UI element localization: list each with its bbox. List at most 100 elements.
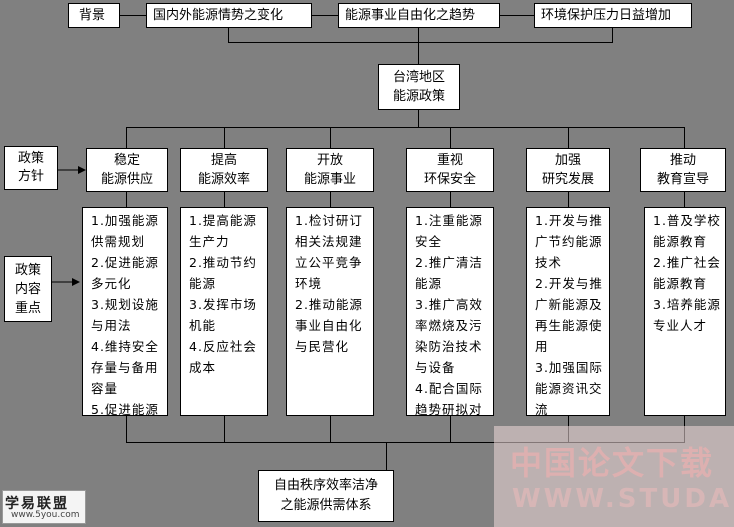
- watermark-text: 中国论文下载: [510, 444, 715, 482]
- policy-direction-label: 政策 方针: [4, 146, 58, 190]
- policy-subtitle: 教育宣导: [656, 172, 709, 187]
- policy-item: 3.发挥市场机能: [189, 297, 257, 333]
- connector: [684, 127, 685, 148]
- connector: [126, 442, 685, 443]
- connector: [126, 127, 127, 148]
- policy-title: 推动: [669, 153, 696, 168]
- policy-subtitle: 能源事业: [303, 172, 356, 187]
- policy-item: 4.反应社会成本: [189, 339, 257, 375]
- policy-subtitle: 环保安全: [423, 172, 476, 187]
- policy-item: 3.加强国际能源资讯交流: [535, 360, 603, 416]
- connector: [120, 15, 146, 16]
- policy-item: 2.促进能源多元化: [91, 255, 159, 291]
- policy-content-4: 1.注重能源安全 2.推广清洁能源 3.推广高效率燃烧及污染防治技术与设备 4.配合国…: [406, 207, 494, 416]
- logo-text: 学易联盟: [5, 496, 69, 512]
- policy-item: 2.推动节约能源: [189, 255, 257, 291]
- policy-item: 1.提高能源生产力: [189, 213, 257, 249]
- center-title: 台湾地区: [392, 70, 445, 85]
- policy-header-5: 加强 研究发展: [526, 148, 610, 192]
- goal-line: 之能源供需体系: [280, 498, 372, 513]
- policy-item: 5.促进能源: [91, 402, 159, 416]
- policy-item: 2.推广清洁能源: [415, 255, 483, 291]
- policy-subtitle: 研究发展: [541, 172, 594, 187]
- policy-header-4: 重视 环保安全: [406, 148, 494, 192]
- policy-header-3: 开放 能源事业: [286, 148, 374, 192]
- connector: [228, 42, 613, 43]
- connector: [330, 127, 331, 148]
- center-subtitle: 能源政策: [392, 89, 445, 104]
- policy-item: 1.普及学校能源教育: [653, 213, 721, 249]
- policy-item: 3.培养能源专业人才: [653, 297, 721, 333]
- connector: [418, 28, 419, 42]
- connector: [612, 28, 613, 42]
- background-label-text: 背景: [79, 8, 106, 23]
- policy-content-5: 1.开发与推广节约能源技术 2.开发与推广新能源及再生能源使用 3.加强国际能源资讯…: [526, 207, 610, 416]
- connector: [418, 110, 419, 128]
- connector: [312, 15, 338, 16]
- policy-title: 稳定: [113, 153, 140, 168]
- factor-box-3: 环境保护压力日益增加: [534, 3, 692, 28]
- watermark-background: [494, 426, 734, 527]
- logo: 学易联盟 www.5you.com: [2, 490, 86, 524]
- policy-item: 3.规划设施与用法: [91, 297, 159, 333]
- policy-subtitle: 能源效率: [197, 172, 250, 187]
- factor-box-2: 能源事业自由化之趋势: [338, 3, 500, 28]
- policy-title: 开放: [316, 153, 343, 168]
- energy-policy-box: 台湾地区 能源政策: [378, 64, 460, 110]
- connector: [126, 416, 127, 442]
- policy-header-2: 提高 能源效率: [180, 148, 268, 192]
- factor-text: 环境保护压力日益增加: [541, 8, 672, 23]
- policy-item: 2.推广社会能源教育: [653, 255, 721, 291]
- connector: [224, 416, 225, 442]
- policy-item: 3.推广高效率燃烧及污染防治技术与设备: [415, 297, 483, 375]
- factor-box-1: 国内外能源情势之变化: [146, 3, 312, 28]
- policy-header-1: 稳定 能源供应: [86, 148, 168, 192]
- connector: [126, 192, 127, 207]
- background-label: 背景: [68, 3, 120, 28]
- watermark-url: WWW.STUDA.: [512, 484, 734, 514]
- connector: [330, 192, 331, 207]
- connector: [568, 192, 569, 207]
- policy-content-3: 1.检讨研订相关法规建立公平竞争环境 2.推动能源事业自由化与民营化: [286, 207, 374, 416]
- goal-line: 自由秩序效率洁净: [273, 478, 378, 493]
- connector: [450, 127, 451, 148]
- arrow-icon: [72, 278, 80, 286]
- policy-header-6: 推动 教育宣导: [640, 148, 726, 192]
- connector: [224, 192, 225, 207]
- policy-item: 1.加强能源供需规划: [91, 213, 159, 249]
- policy-item: 2.推动能源事业自由化与民营化: [295, 297, 363, 354]
- policy-item: 4.维持安全存量与备用容量: [91, 339, 159, 396]
- connector: [228, 28, 229, 42]
- connector: [684, 192, 685, 207]
- connector: [224, 127, 225, 148]
- policy-item: 1.检讨研订相关法规建立公平竞争环境: [295, 213, 363, 291]
- policy-content-label: 政策 内容 重点: [4, 256, 52, 322]
- connector: [450, 416, 451, 442]
- policy-title: 重视: [436, 153, 463, 168]
- policy-item: 1.注重能源安全: [415, 213, 483, 249]
- connector: [330, 416, 331, 442]
- label-line: 政策: [14, 262, 41, 278]
- factor-text: 能源事业自由化之趋势: [345, 8, 476, 23]
- label-line: 政策: [17, 151, 44, 166]
- connector: [126, 127, 685, 128]
- policy-content-1: 1.加强能源供需规划 2.促进能源多元化 3.规划设施与用法 4.维持安全存量与备用容…: [82, 207, 168, 416]
- policy-content-6: 1.普及学校能源教育 2.推广社会能源教育 3.培养能源专业人才: [644, 207, 726, 416]
- connector: [418, 42, 419, 64]
- policy-subtitle: 能源供应: [100, 172, 153, 187]
- policy-item: 4.配合国际趋势研拟对: [415, 381, 483, 416]
- label-line: 方针: [17, 169, 44, 184]
- label-line: 重点: [14, 300, 41, 316]
- goal-box: 自由秩序效率洁净 之能源供需体系: [258, 470, 394, 522]
- policy-content-2: 1.提高能源生产力 2.推动节约能源 3.发挥市场机能 4.反应社会成本: [180, 207, 268, 416]
- label-line: 内容: [14, 281, 41, 297]
- factor-text: 国内外能源情势之变化: [153, 8, 284, 23]
- connector: [500, 15, 534, 16]
- logo-url: www.5you.com: [11, 510, 80, 520]
- policy-item: 1.开发与推广节约能源技术: [535, 213, 603, 270]
- policy-item: 2.开发与推广新能源及再生能源使用: [535, 276, 603, 354]
- connector: [568, 127, 569, 148]
- policy-title: 加强: [554, 153, 581, 168]
